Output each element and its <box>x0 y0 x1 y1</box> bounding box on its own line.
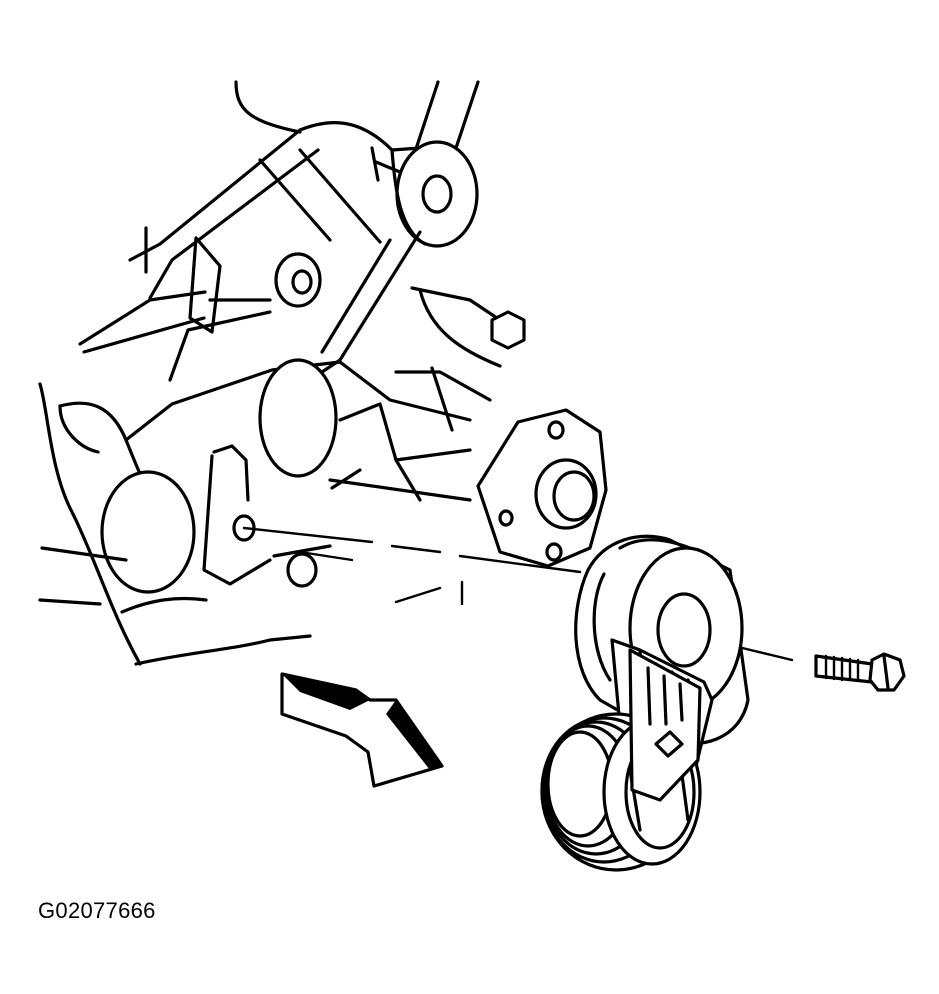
mount-bore <box>534 458 598 530</box>
installation-direction-arrow <box>280 672 444 788</box>
upper-stud-nut <box>490 310 526 350</box>
drive-belt-tensioner <box>540 534 750 872</box>
nut-upper <box>274 252 322 308</box>
housing-port-upper <box>258 358 338 478</box>
figure-id-label: G02077666 <box>38 898 156 923</box>
tensioner-mount-pad <box>476 408 608 568</box>
engine-mounting-bracket <box>38 80 502 666</box>
tensioner-bolt <box>814 652 906 692</box>
housing-port-lower <box>100 470 196 594</box>
alignment-centerline <box>242 526 794 662</box>
